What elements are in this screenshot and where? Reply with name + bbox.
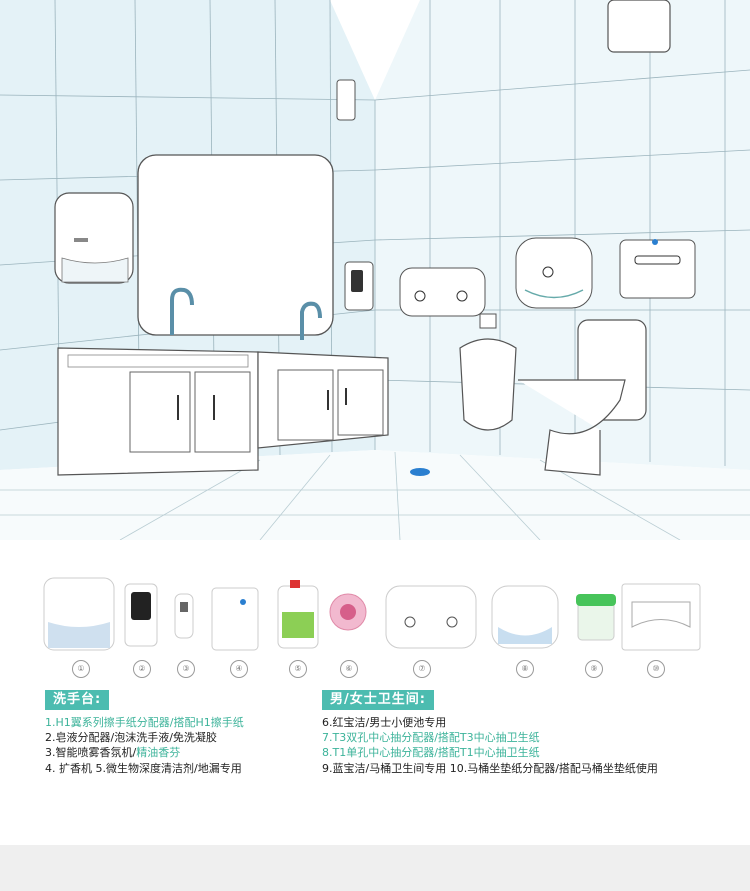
product-5-cleaner-bottle [277,580,319,649]
item-line-4: 4. 扩香机 5.微生物深度清洁剂/地漏专用 [45,762,242,775]
product-number-8: ⑧ [516,660,534,678]
product-number-7: ⑦ [413,660,431,678]
product-4-diffuser [211,587,259,651]
item-line-3-main: 3.智能喷雾香氛机/ [45,746,137,759]
faucet-right [300,301,322,340]
soap-dispenser [344,261,374,311]
urinal [459,313,517,431]
product-3-spray-machine [174,593,194,639]
right-wall [330,0,750,470]
floor-tiles [0,451,750,540]
product-number-4: ④ [230,660,248,678]
product-number-1: ① [72,660,90,678]
product-1-towel-dispenser [43,577,115,651]
single-roll-dispenser [515,237,593,309]
footer-band [0,845,750,891]
product-number-10: ⑩ [647,660,665,678]
product-number-6: ⑥ [340,660,358,678]
product-8-single-roll-dispenser [491,585,559,649]
product-number-2: ② [133,660,151,678]
paper-towel-dispenser [54,192,134,284]
toilet [518,319,647,476]
double-roll-dispenser [399,267,486,317]
item-line-7: 7.T3双孔中心抽分配器/搭配T3中心抽卫生纸 [322,731,540,744]
product-number-5: ⑤ [289,660,307,678]
floor-drain [410,468,430,476]
item-line-2: 2.皂液分配器/泡沫洗手液/免洗凝胶 [45,731,217,744]
section-heading-restroom: 男/女士卫生间: [322,690,434,710]
product-number-3: ③ [177,660,195,678]
item-line-9: 9.蓝宝洁/马桶卫生间专用 10.马桶坐垫纸分配器/搭配马桶坐垫纸使用 [322,762,658,775]
item-line-6: 6.红宝洁/男士小便池专用 [322,716,447,729]
restroom-illustration [0,0,750,540]
item-line-3-highlight: 精油香芬 [136,746,181,759]
vanity-right [257,351,389,449]
ceiling-corner [330,0,420,100]
product-row [0,572,750,682]
item-line-1: 1.H1翼系列擦手纸分配器/搭配H1擦手纸 [45,716,244,729]
product-2-soap-dispenser [124,583,158,647]
section-heading-sink: 洗手台: [45,690,110,710]
product-9-toilet-cleaner [576,594,616,641]
product-7-double-roll-dispenser [385,585,477,649]
product-10-seat-cover-dispenser [621,583,701,651]
product-number-9: ⑨ [585,660,603,678]
seat-cover-dispenser [619,239,696,299]
air-freshener-unit [336,79,356,121]
item-line-3: 3.智能喷雾香氛机/精油香芬 [45,745,180,760]
faucet-left [170,287,194,335]
wall-cabinet-top [607,0,671,53]
product-6-urinal-cake [329,593,367,631]
item-line-8: 8.T1单孔中心抽分配器/搭配T1中心抽卫生纸 [322,746,540,759]
vanity-left [57,347,259,476]
